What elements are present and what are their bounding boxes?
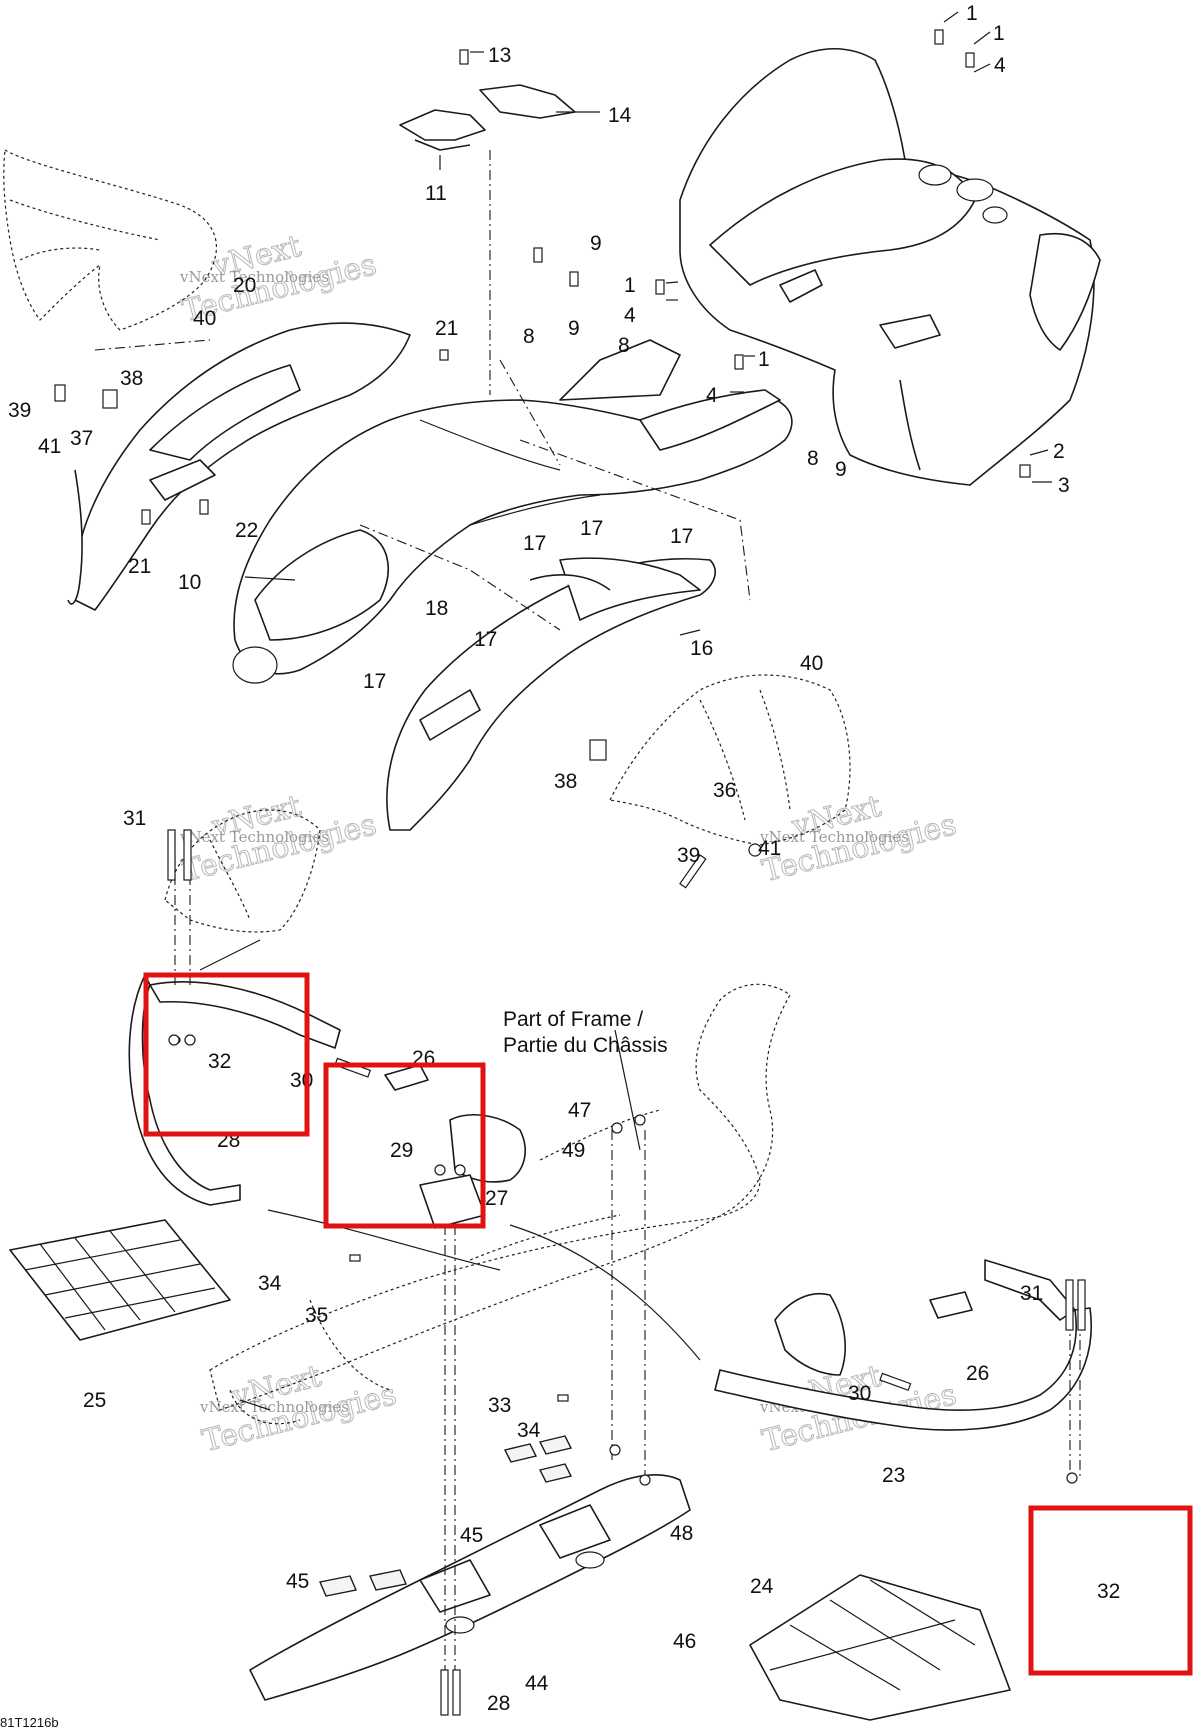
callout-38: 38 [120,367,143,390]
highlight-boxes [143,972,1193,1676]
callout-47: 47 [568,1099,591,1122]
callout-4: 4 [706,384,718,407]
highlight-box-26-29 [323,1062,486,1229]
callout-38: 38 [554,770,577,793]
side-panel-left [67,322,411,611]
footrest-peg-left [384,1064,526,1229]
callout-21: 21 [128,555,151,578]
pads [319,1435,573,1597]
callout-17: 17 [580,517,603,540]
foot-net-left [9,1219,231,1341]
callout-16: 16 [690,637,713,660]
callout-32: 32 [1097,1580,1120,1603]
callout-2: 2 [1053,440,1065,463]
callout-1: 1 [624,274,636,297]
callout-8: 8 [523,325,535,348]
callout-27: 27 [485,1187,508,1210]
callout-17: 17 [474,628,497,651]
callout-35: 35 [305,1304,328,1327]
seat-outline [3,148,218,331]
mud-flap-right [609,674,851,846]
callout-22: 22 [235,519,258,542]
callout-30: 30 [290,1069,313,1092]
callout-31: 31 [1020,1282,1043,1305]
callout-29: 29 [390,1139,413,1162]
callout-33: 33 [488,1394,511,1417]
rear-fender [679,47,1101,486]
frame-note-line2: Partie du Châssis [503,1034,668,1057]
callout-8: 8 [807,447,819,470]
callout-45: 45 [286,1570,309,1593]
callout-41: 41 [38,435,61,458]
skid-plate [249,1474,691,1701]
callout-10: 10 [178,571,201,594]
callout-48: 48 [670,1522,693,1545]
callout-40: 40 [800,652,823,675]
highlight-box-32-left [143,972,310,1137]
callout-39: 39 [677,844,700,867]
callout-46: 46 [673,1630,696,1653]
callout-44: 44 [525,1672,549,1695]
callout-1: 1 [993,22,1005,45]
callout-40: 40 [193,307,216,330]
callout-8: 8 [618,334,630,357]
callout-32: 32 [208,1050,231,1073]
callout-39: 39 [8,399,31,422]
callout-1: 1 [758,348,770,371]
callout-18: 18 [425,597,448,620]
callout-31: 31 [123,807,146,830]
frame-note-line1: Part of Frame / [503,1008,643,1031]
callout-9: 9 [835,458,847,481]
callout-36: 36 [713,779,736,802]
highlight-box-32-right [1028,1505,1193,1676]
watermark-small: vNext Technologies [759,828,909,846]
callout-14: 14 [608,104,632,127]
callout-labels: 1 1 4 1 4 1 4 2 3 9 8 9 8 8 9 13 14 11 2… [8,2,1120,1715]
callout-17: 17 [670,525,693,548]
callout-37: 37 [70,427,93,450]
watermark-small: vNext Technologies [199,1398,349,1416]
callout-23: 23 [882,1464,905,1487]
front-body-panel [232,339,793,684]
callout-17: 17 [523,532,546,555]
callout-20: 20 [233,274,256,297]
leader-lines [199,11,1052,1411]
watermark-small: vNext Technologies [179,268,329,286]
callout-21: 21 [435,317,458,340]
callout-11: 11 [425,182,447,205]
callout-45: 45 [460,1524,483,1547]
callout-24: 24 [750,1575,774,1598]
frame-note: Part of Frame / Partie du Châssis [503,1008,668,1057]
callout-13: 13 [488,44,511,67]
callout-28: 28 [487,1692,510,1715]
footrest-peg-right [774,1291,973,1376]
footrest-bar-right [714,1259,1093,1431]
callout-4: 4 [624,304,636,327]
callout-4: 4 [994,54,1006,77]
callout-34: 34 [258,1272,282,1295]
callout-26: 26 [966,1362,989,1385]
top-bracket [399,84,576,151]
callout-9: 9 [568,317,580,340]
fasteners [54,29,1086,1716]
callout-34: 34 [517,1419,541,1442]
callout-49: 49 [562,1139,585,1162]
callout-30: 30 [848,1382,871,1405]
side-panel-lower [386,557,716,831]
callout-25: 25 [83,1389,106,1412]
callout-1: 1 [966,2,978,25]
callout-41: 41 [758,837,781,860]
callout-17: 17 [363,670,386,693]
callout-9: 9 [590,232,602,255]
reference-code: 81T1216b [0,1715,59,1730]
callout-3: 3 [1058,474,1070,497]
watermark-small: vNext Technologies [179,828,329,846]
foot-net-right [749,1574,1011,1721]
mud-flap-left [164,809,321,933]
